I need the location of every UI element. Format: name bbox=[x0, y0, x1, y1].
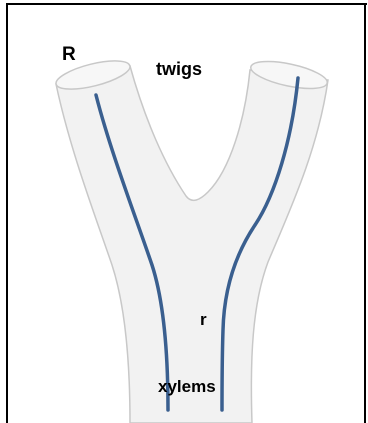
twigs-label: twigs bbox=[156, 60, 202, 78]
branch-body bbox=[56, 66, 328, 423]
xylems-label: xylems bbox=[158, 378, 216, 395]
radius-large-label: R bbox=[62, 45, 76, 64]
radius-small-label: r bbox=[200, 311, 207, 328]
